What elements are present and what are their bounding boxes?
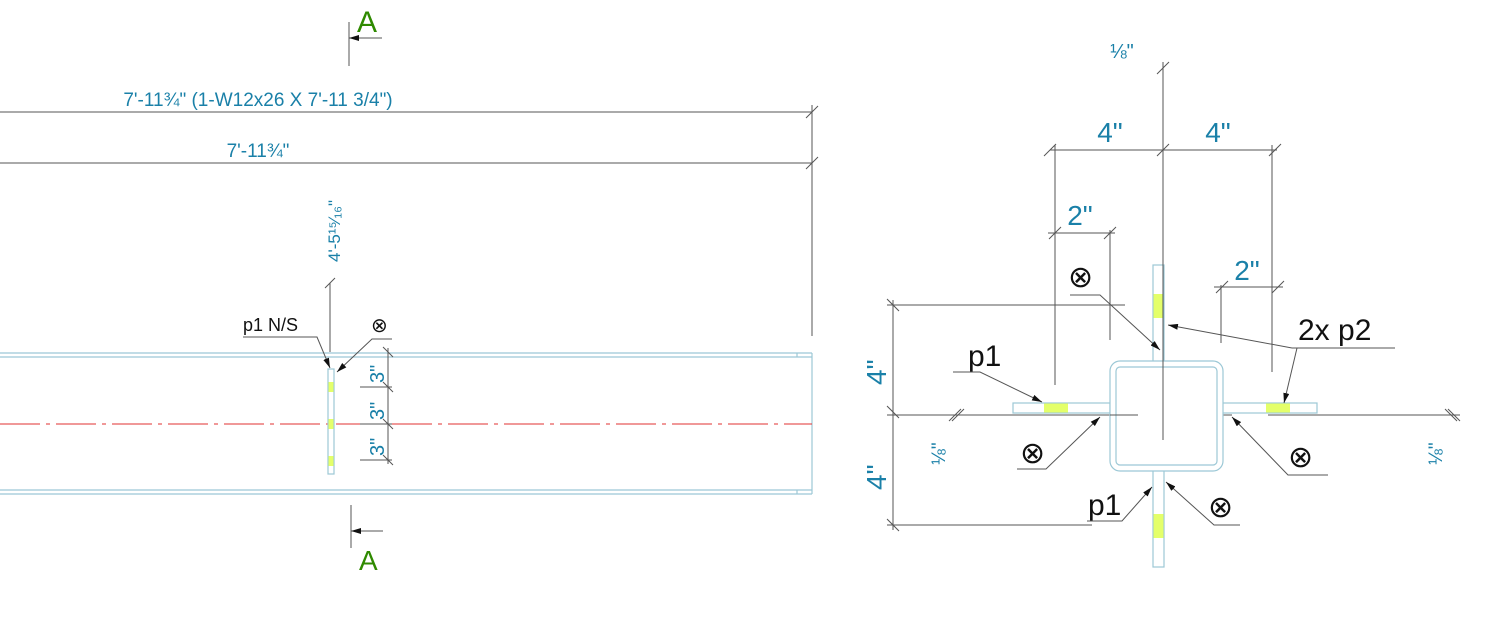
weld-symbol: ⊗: [1288, 441, 1313, 474]
weld-callout-left[interactable]: ⊗: [1017, 416, 1101, 470]
spacing-label: 3": [367, 365, 389, 383]
weld-symbol: ⊗: [1208, 491, 1233, 524]
weld-callout-bottom[interactable]: ⊗: [1165, 481, 1240, 526]
weld-symbol: ⊗: [371, 315, 388, 337]
left-offset-label: 2": [1067, 200, 1093, 231]
spacing-label: 3": [367, 438, 389, 456]
weld-symbol: ⊗: [1068, 261, 1093, 294]
right-gap-label: ⅛": [1426, 442, 1447, 465]
plate-p1[interactable]: [327, 368, 335, 475]
weld-callout-right[interactable]: ⊗: [1231, 416, 1328, 476]
weld-callout-top[interactable]: ⊗: [1068, 261, 1161, 351]
section-mark-top[interactable]: A: [348, 6, 382, 66]
section-label: A: [357, 6, 377, 39]
left-gap-label: ⅛": [929, 442, 950, 465]
weld-callout[interactable]: ⊗: [336, 315, 392, 373]
callout-p1-bottom[interactable]: p1: [1087, 486, 1153, 522]
tube-section[interactable]: [1012, 62, 1318, 568]
callout-2x-p2-label: 2x p2: [1298, 314, 1371, 347]
callout-2x-p2[interactable]: 2x p2: [1167, 314, 1395, 404]
plate-location-label: 4'-5¹⁵⁄₁₆": [325, 200, 344, 262]
weld-symbol: ⊗: [1020, 437, 1045, 470]
right-offset-label: 2": [1234, 255, 1260, 286]
plate-callout[interactable]: p1 N/S: [243, 315, 331, 369]
upper-height-label: 4": [861, 359, 892, 385]
section-label: A: [359, 545, 378, 576]
spacing-label: 3": [367, 402, 389, 420]
section-view: ⅛" 4" 4" 2" 2" 4" 4": [861, 41, 1461, 568]
top-right-width-label: 4": [1205, 117, 1231, 148]
elevation-view: A 7'-11¾" (1-W12x26 X 7'-11 3/4") 7'-11¾…: [0, 6, 819, 576]
callout-p1-left-label: p1: [968, 340, 1001, 373]
lower-height-label: 4": [861, 464, 892, 490]
callout-p1-left[interactable]: p1: [953, 340, 1043, 403]
overall-length-label: 7'-11¾" (1-W12x26 X 7'-11 3/4"): [123, 90, 392, 111]
length-label: 7'-11¾": [227, 141, 290, 162]
callout-p1-bottom-label: p1: [1088, 489, 1121, 522]
top-gap-label: ⅛": [1110, 41, 1134, 63]
top-left-width-label: 4": [1097, 117, 1123, 148]
section-mark-bottom[interactable]: A: [350, 505, 383, 576]
plate-callout-label: p1 N/S: [243, 315, 298, 335]
spacing-dimensions: 3" 3" 3": [360, 346, 394, 466]
